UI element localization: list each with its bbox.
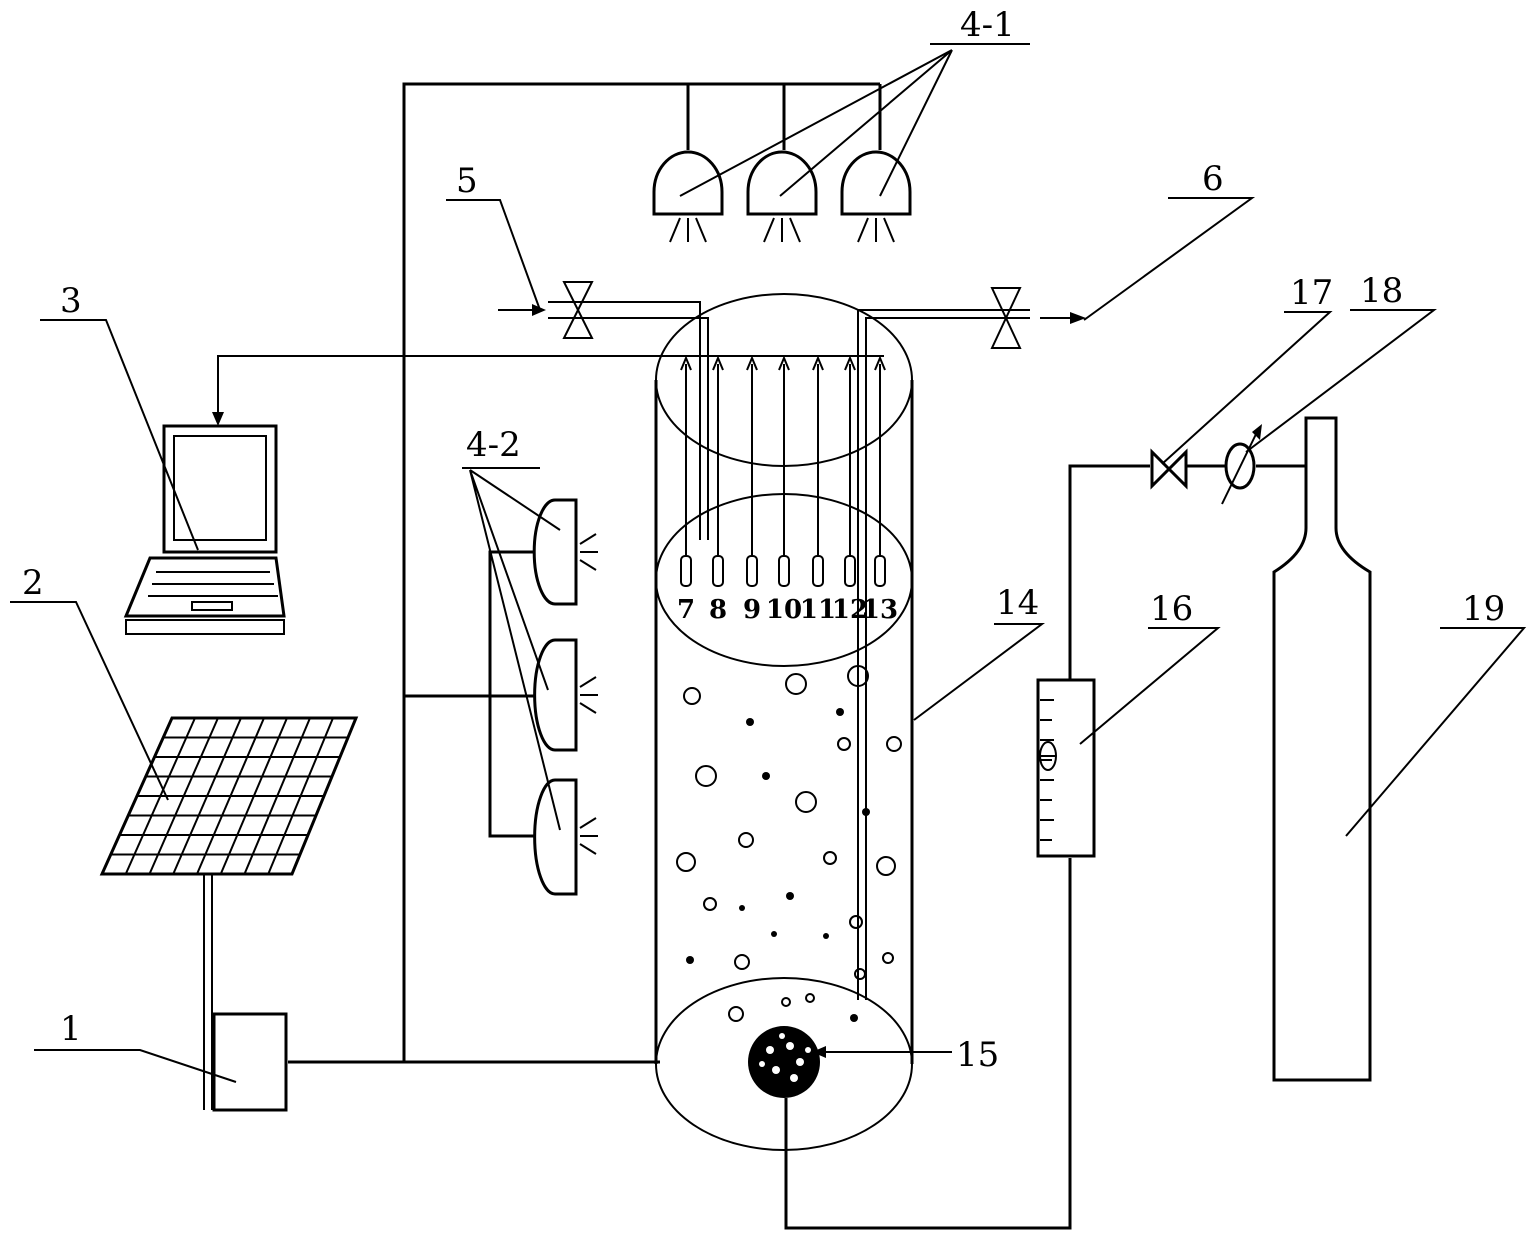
aerator-stone — [748, 1026, 952, 1098]
label-controller: 1 — [60, 1009, 82, 1049]
particle — [786, 892, 794, 900]
bubble — [854, 968, 866, 980]
side-lamp-2 — [533, 638, 598, 752]
sensor-11: 11 — [800, 355, 836, 625]
particle — [862, 808, 870, 816]
sensor-9: 9 — [743, 355, 761, 625]
sensor-number-13: 13 — [862, 595, 898, 625]
bubble — [734, 954, 750, 970]
label-outlet: 6 — [1202, 159, 1224, 199]
inlet-pipe — [498, 281, 709, 540]
bubble — [886, 736, 902, 752]
sensor-number-7: 7 — [677, 595, 695, 625]
sensor-number-8: 8 — [709, 595, 727, 625]
side-lamp-3 — [533, 778, 598, 896]
pressure-gauge — [1221, 424, 1262, 505]
bubble — [837, 737, 851, 751]
bubble — [785, 673, 807, 695]
bubble — [849, 915, 863, 929]
label-valve: 17 — [1290, 273, 1333, 313]
label-flowmeter: 16 — [1150, 589, 1193, 629]
signal-line — [212, 355, 884, 426]
bubble — [795, 791, 817, 813]
sensor-number-10: 10 — [766, 595, 802, 625]
sensor-12: 12 — [832, 355, 868, 625]
label-pressure-gauge: 18 — [1360, 271, 1403, 311]
computer[interactable] — [123, 424, 286, 635]
outlet-pipe — [857, 287, 1086, 1000]
particle — [823, 933, 829, 939]
sensor-number-12: 12 — [832, 595, 868, 625]
sensor-8: 8 — [709, 355, 727, 625]
sensor-number-11: 11 — [800, 595, 836, 625]
label-side-lamps: 4-2 — [466, 425, 521, 465]
bubble — [676, 852, 696, 872]
bubble — [882, 952, 894, 964]
label-inlet: 5 — [456, 161, 478, 201]
bubble — [728, 1006, 744, 1022]
bubble — [876, 856, 896, 876]
particle — [762, 772, 770, 780]
label-solar-panel: 2 — [22, 563, 44, 603]
bubble — [823, 851, 837, 865]
gas-cylinder — [1272, 416, 1372, 1082]
sensor-13: 13 — [862, 355, 898, 625]
bubble — [738, 832, 754, 848]
particle — [771, 931, 777, 937]
leader-lines — [10, 43, 1527, 1083]
label-top-lamps: 4-1 — [960, 5, 1015, 45]
gas-supply-line — [784, 464, 1306, 1230]
controller-box — [203, 874, 288, 1112]
solar-panel — [99, 716, 359, 876]
flowmeter — [1036, 678, 1096, 858]
sensor-number-9: 9 — [743, 595, 761, 625]
bubble — [847, 665, 869, 687]
bubble — [683, 687, 701, 705]
label-reactor: 14 — [996, 583, 1039, 623]
label-gas-cylinder: 19 — [1462, 589, 1505, 629]
label-computer: 3 — [60, 281, 82, 321]
label-aerator: 15 — [956, 1035, 999, 1075]
sensor-10: 10 — [766, 355, 802, 625]
particle — [850, 1014, 858, 1022]
gas-valve — [1150, 448, 1188, 490]
gas-bubbles — [676, 665, 902, 1022]
lamp-wiring — [288, 82, 882, 1064]
particle — [836, 708, 844, 716]
top-lamp-2 — [746, 150, 818, 243]
bubble — [805, 993, 815, 1003]
top-lamp-3 — [840, 150, 912, 243]
bubble — [695, 765, 717, 787]
bubble — [703, 897, 717, 911]
bubble — [781, 997, 791, 1007]
particle — [746, 718, 754, 726]
particle — [686, 956, 694, 964]
side-lamp-1 — [532, 498, 598, 606]
top-lamp-1 — [652, 150, 724, 243]
particle — [739, 905, 745, 911]
sensor-7: 7 — [677, 355, 695, 625]
